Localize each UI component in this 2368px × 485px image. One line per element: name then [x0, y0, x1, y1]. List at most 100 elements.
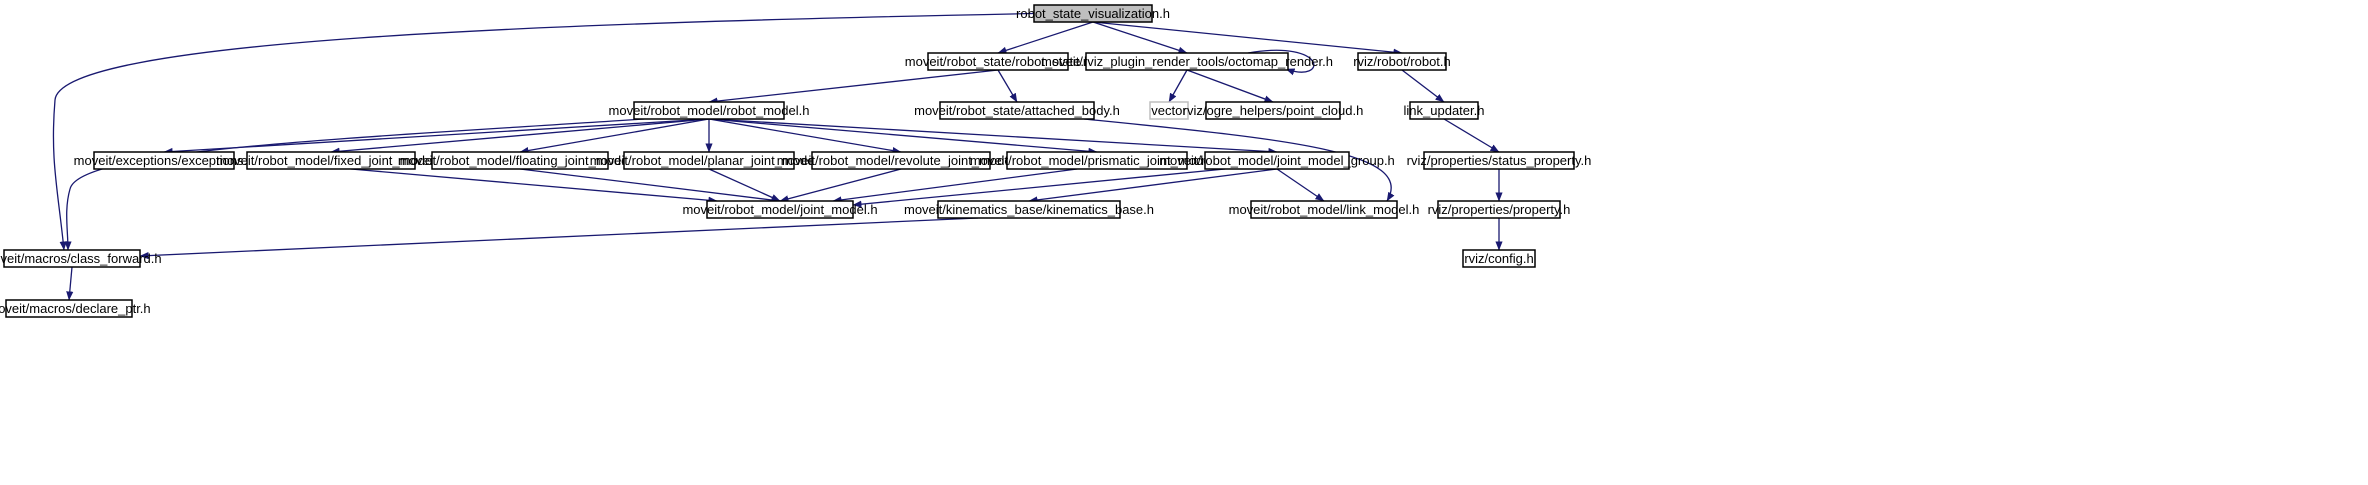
node-robot-state[interactable]: moveit/robot_state/robot_state.h: [905, 52, 1091, 71]
node-box: [431, 151, 609, 170]
edge-line: [708, 118, 1098, 155]
edge-line: [1083, 118, 1395, 202]
node-fixed-joint[interactable]: moveit/robot_model/fixed_joint_model.h: [216, 151, 446, 170]
node-box: [246, 151, 416, 170]
edge-prismatic_joint-to-joint_model: [832, 168, 1078, 204]
edge-kinematics_base-to-class_forward: [139, 217, 979, 260]
node-label: moveit/kinematics_base/kinematics_base.h: [904, 202, 1154, 217]
node-label: moveit/robot_model/prismatic_joint_model…: [970, 153, 1224, 168]
node-label: rviz/ogre_helpers/point_cloud.h: [1183, 103, 1364, 118]
node-label: moveit/robot_model/revolute_joint_model.…: [777, 153, 1026, 168]
node-root: robot_state_visualization.h: [1016, 4, 1170, 23]
edge-line: [519, 118, 710, 155]
edge-joint_model_group-to-kinematics_base: [1028, 168, 1278, 204]
edge-joint_model_group-to-joint_model: [852, 168, 1226, 208]
node-box: [1423, 151, 1575, 170]
node-box: [939, 101, 1095, 120]
edge-attached_body-to-link_model: [1083, 118, 1395, 202]
edge-octomap_render-to-octomap_render: [1247, 49, 1315, 76]
node-box: [623, 151, 795, 170]
edge-line: [1186, 69, 1274, 103]
node-label: robot_state_visualization.h: [1016, 6, 1170, 21]
node-label: moveit/robot_state/robot_state.h: [905, 54, 1091, 69]
node-exceptions[interactable]: moveit/exceptions/exceptions.h: [74, 151, 255, 170]
edge-root-to-class_forward: [52, 12, 1035, 251]
node-prismatic-joint[interactable]: moveit/robot_model/prismatic_joint_model…: [970, 151, 1224, 170]
node-label: link_updater.h: [1404, 103, 1485, 118]
edge-line: [997, 21, 1094, 54]
edge-robot_model-to-class_forward: [64, 118, 645, 251]
edge-line: [1168, 69, 1188, 103]
node-box: [1250, 200, 1398, 219]
node-point-cloud[interactable]: rviz/ogre_helpers/point_cloud.h: [1183, 101, 1364, 120]
node-label: rviz/properties/status_property.h: [1407, 153, 1592, 168]
edge-root-to-robot_state: [997, 21, 1094, 54]
edge-line: [708, 168, 781, 202]
node-box: [1357, 52, 1447, 71]
node-kinematics-base[interactable]: moveit/kinematics_base/kinematics_base.h: [904, 200, 1154, 219]
edge-line: [708, 118, 902, 155]
node-box: [1205, 101, 1341, 120]
edge-line: [139, 217, 979, 260]
edge-line: [1028, 168, 1278, 204]
node-label: moveit/robot_state/attached_body.h: [914, 103, 1120, 118]
node-joint-model-group[interactable]: moveit/robot_model/joint_model_group.h: [1159, 151, 1395, 170]
edge-line: [1092, 21, 1188, 54]
node-box: [93, 151, 235, 170]
edge-line: [350, 168, 718, 204]
node-link-updater[interactable]: link_updater.h: [1404, 101, 1485, 120]
edge-joint_model_group-to-link_model: [1276, 168, 1325, 202]
edge-line: [779, 168, 902, 203]
edge-robot_model-to-fixed_joint: [330, 118, 710, 155]
node-declare-ptr[interactable]: moveit/macros/declare_ptr.h: [0, 299, 151, 318]
edge-line: [52, 12, 1035, 251]
node-class-forward[interactable]: moveit/macros/class_forward.h: [0, 249, 162, 268]
edge-root-to-robot_h: [1092, 21, 1403, 56]
node-revolute-joint[interactable]: moveit/robot_model/revolute_joint_model.…: [777, 151, 1026, 170]
node-label: moveit/robot_model/robot_model.h: [609, 103, 810, 118]
node-robot-model[interactable]: moveit/robot_model/robot_model.h: [609, 101, 810, 120]
node-label: moveit/robot_model/planar_joint_model.h: [590, 153, 828, 168]
edge-robot_state-to-attached_body: [997, 69, 1018, 103]
edge-line: [1092, 21, 1403, 56]
node-box: [1006, 151, 1188, 170]
node-joint-model[interactable]: moveit/robot_model/joint_model.h: [682, 200, 878, 219]
node-box: [706, 200, 854, 219]
node-floating-joint[interactable]: moveit/robot_model/floating_joint_model.…: [398, 151, 642, 170]
node-box: [811, 151, 991, 170]
edge-floating_joint-to-joint_model: [519, 168, 781, 204]
node-link-model[interactable]: moveit/robot_model/link_model.h: [1229, 200, 1420, 219]
edge-root-to-octomap_render: [1092, 21, 1188, 54]
edge-robot_model-to-revolute_joint: [708, 118, 902, 155]
edge-robot_model-to-prismatic_joint: [708, 118, 1098, 155]
edge-line: [708, 69, 999, 105]
node-box: [1409, 101, 1479, 120]
node-label: moveit/rviz_plugin_render_tools/octomap_…: [1041, 54, 1333, 69]
edge-octomap_render-to-vector: [1168, 69, 1188, 103]
edge-revolute_joint-to-joint_model: [779, 168, 902, 203]
node-vector[interactable]: vector: [1149, 101, 1189, 120]
edge-line: [832, 168, 1078, 204]
edge-line: [64, 118, 645, 251]
node-octomap-render[interactable]: moveit/rviz_plugin_render_tools/octomap_…: [1041, 52, 1333, 71]
edge-robot_h-to-link_updater: [1401, 69, 1445, 103]
node-box: [1085, 52, 1289, 71]
node-robot-h[interactable]: rviz/robot/robot.h: [1353, 52, 1451, 71]
node-label: moveit/robot_model/joint_model_group.h: [1159, 153, 1395, 168]
node-planar-joint[interactable]: moveit/robot_model/planar_joint_model.h: [590, 151, 828, 170]
node-box: [1149, 101, 1189, 120]
node-label: moveit/robot_model/floating_joint_model.…: [398, 153, 642, 168]
node-label: vector: [1151, 103, 1187, 118]
edge-link_updater-to-status_property: [1443, 118, 1500, 153]
node-attached-body[interactable]: moveit/robot_state/attached_body.h: [914, 101, 1120, 120]
edge-robot_state-to-robot_model: [708, 69, 999, 105]
node-label: moveit/robot_model/joint_model.h: [682, 202, 877, 217]
edge-line: [852, 168, 1226, 208]
node-property[interactable]: rviz/properties/property.h: [1428, 200, 1571, 219]
node-status-property[interactable]: rviz/properties/status_property.h: [1407, 151, 1592, 170]
node-config[interactable]: rviz/config.h: [1462, 249, 1536, 268]
node-box: [1437, 200, 1561, 219]
node-label: moveit/robot_model/link_model.h: [1229, 202, 1420, 217]
node-box: [1033, 4, 1153, 23]
node-box: [937, 200, 1121, 219]
